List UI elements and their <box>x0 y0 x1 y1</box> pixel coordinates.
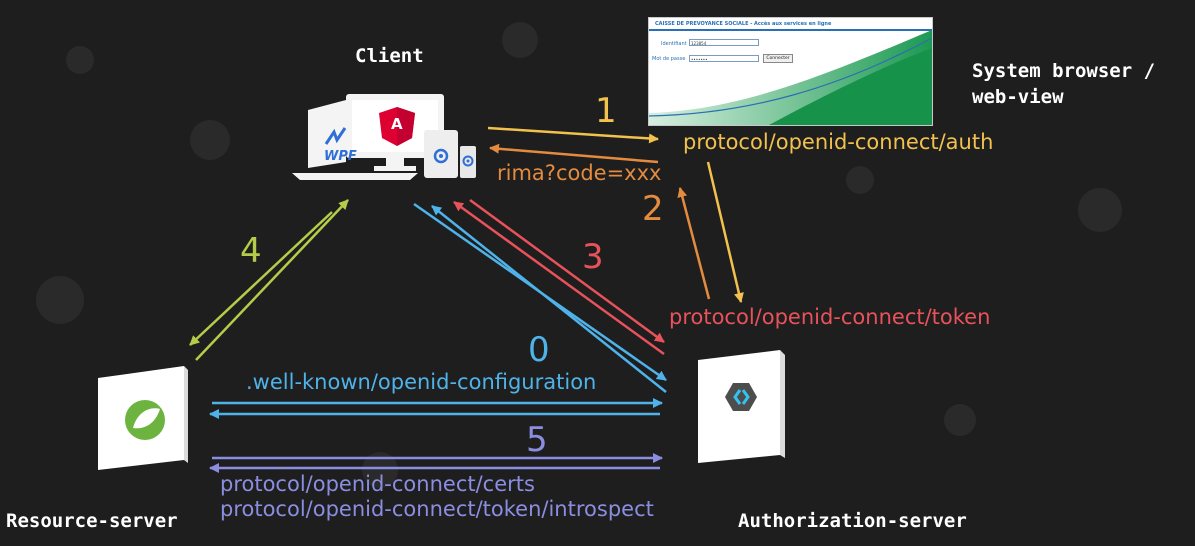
password-label: Mot de passe <box>652 56 686 62</box>
step-0-number: 0 <box>528 330 550 370</box>
arrow-4-client-to-resource <box>189 211 333 346</box>
arrow-auth-to-token <box>706 161 744 303</box>
arrow-1-auth-request <box>487 126 659 144</box>
connect-button[interactable]: Connecter <box>763 54 793 63</box>
resource-server-label: Resource-server <box>6 510 178 532</box>
arrow-3-token-request <box>469 198 665 344</box>
login-browser-window: CAISSE DE PREVOYANCE SOCIALE - Accès aux… <box>648 17 933 126</box>
step-4-number: 4 <box>240 231 262 271</box>
endpoint-introspect: protocol/openid-connect/token/introspect <box>220 497 654 521</box>
endpoint-auth: protocol/openid-connect/auth <box>683 130 994 154</box>
step-3-number: 3 <box>582 237 604 277</box>
endpoint-certs: protocol/openid-connect/certs <box>220 472 535 496</box>
arrow-0-auth-to-client <box>431 205 667 393</box>
endpoint-token: protocol/openid-connect/token <box>669 305 991 329</box>
chalk-texture <box>36 22 1122 488</box>
arrow-3-token-response <box>453 200 665 356</box>
step-1-number: 1 <box>595 91 617 131</box>
step-2-number: 2 <box>642 189 664 229</box>
browser-title-bar <box>649 29 932 31</box>
endpoint-well-known: .well-known/openid-configuration <box>246 370 597 394</box>
password-field[interactable]: ••••••• <box>689 55 759 62</box>
system-browser-label-line2: web-view <box>972 86 1064 108</box>
browser-swoosh <box>649 30 932 125</box>
browser-title: CAISSE DE PREVOYANCE SOCIALE - Accès aux… <box>655 21 832 27</box>
wpf-icon: WPF <box>324 149 357 164</box>
identifiant-label: Identifiant <box>661 41 687 47</box>
arrow-redirect-code <box>489 143 659 164</box>
authorization-server-label: Authorization-server <box>738 510 967 532</box>
spring-server-icon <box>98 366 188 470</box>
step-5-number: 5 <box>526 420 548 460</box>
identifiant-field[interactable]: 123854 <box>689 39 759 46</box>
angular-shield-icon <box>379 107 415 146</box>
endpoint-redirect: rima?code=xxx <box>497 161 662 185</box>
client-label: Client <box>355 45 424 67</box>
arrow-4-resource-to-client <box>195 199 349 361</box>
angular-letter: A <box>391 115 403 133</box>
keycloak-server-icon <box>698 350 785 463</box>
system-browser-label-line1: System browser / <box>972 60 1156 82</box>
arrow-2-token-exchange <box>677 187 711 300</box>
